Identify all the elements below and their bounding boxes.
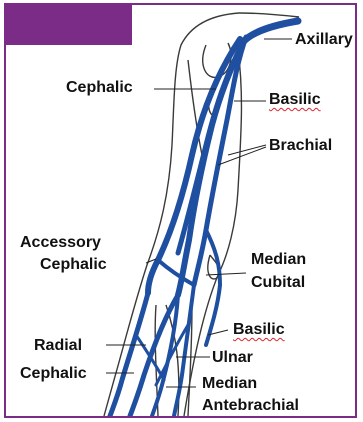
label-brachial: Brachial <box>269 137 332 155</box>
label-median-antebrachial-line2: Antebrachial <box>202 397 299 415</box>
label-ulnar: Ulnar <box>212 349 253 367</box>
label-basilic-lower: Basilic <box>233 321 285 339</box>
label-accessory-cephalic-line1: Accessory <box>20 234 101 252</box>
label-basilic-upper: Basilic <box>269 91 321 109</box>
label-median-antebrachial-line1: Median <box>202 375 257 393</box>
label-cephalic-upper: Cephalic <box>66 79 133 97</box>
label-accessory-cephalic-line2: Cephalic <box>40 256 107 274</box>
diagram-frame: Axillary Cephalic Basilic Brachial Acces… <box>4 3 357 418</box>
label-cephalic-lower: Cephalic <box>20 365 87 383</box>
label-median-cubital-line1: Median <box>251 251 306 269</box>
label-median-cubital-line2: Cubital <box>251 274 305 292</box>
arm-outline <box>104 13 299 416</box>
label-axillary: Axillary <box>295 31 353 49</box>
label-radial: Radial <box>34 337 82 355</box>
